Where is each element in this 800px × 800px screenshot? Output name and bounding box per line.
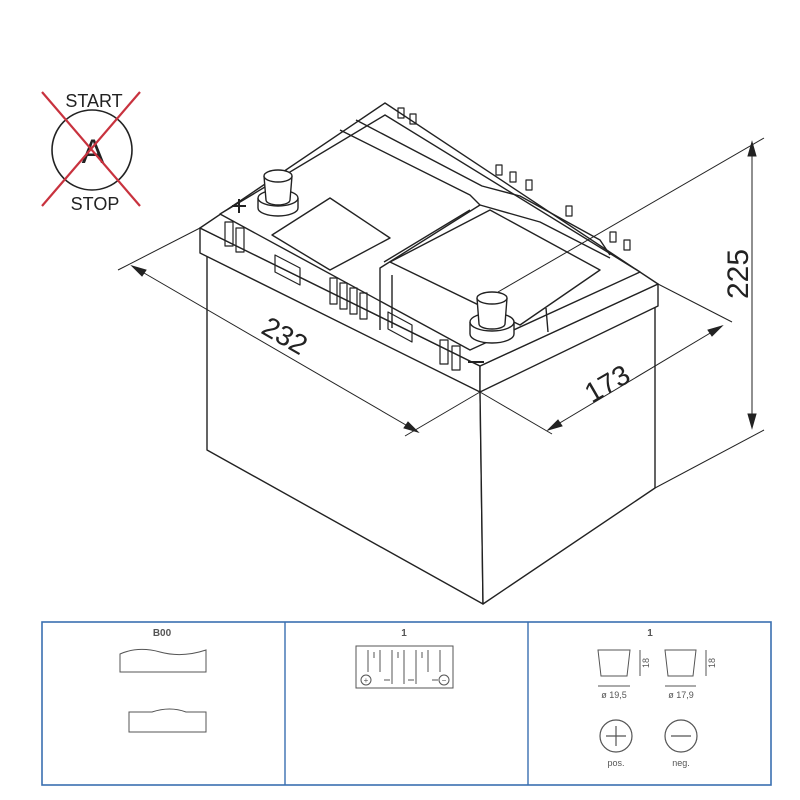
terminal-front-cap — [476, 291, 508, 305]
rib-6 — [359, 292, 368, 320]
dim-length-ext-left — [117, 227, 201, 271]
pos-label: pos. — [607, 758, 624, 768]
layout-neg-sign: − — [442, 676, 447, 685]
battery-drawing — [199, 102, 659, 605]
lid-raised-plate — [219, 114, 641, 351]
dim-height-arrow-top — [747, 140, 757, 157]
pos-terminal-profile-icon — [597, 649, 631, 677]
terminal-front-post — [476, 297, 508, 330]
lid-ridges — [339, 119, 611, 330]
tab-7 — [609, 231, 617, 243]
holddown-ledge-bottom-icon — [128, 708, 207, 733]
tab-2 — [409, 113, 417, 125]
holddown-code: B00 — [153, 628, 172, 639]
layout-neg-terminal-icon — [438, 674, 450, 686]
dim-width-ext-back — [657, 283, 733, 323]
lid-sign-marks — [232, 199, 484, 363]
front-clip-left — [274, 254, 301, 286]
neg-symbol-icon — [664, 719, 698, 753]
dim-height-ext-top — [497, 137, 765, 293]
dim-height-ext-bottom — [654, 429, 765, 489]
pos-symbol-icon — [599, 719, 633, 753]
rib-4 — [339, 282, 348, 310]
dim-width-arrow-front — [546, 419, 563, 432]
spec-table: B00 1 + − 1 — [41, 621, 772, 786]
vent-panel-right — [389, 209, 601, 326]
rib-7 — [439, 339, 449, 365]
terminal-post-back — [257, 169, 299, 217]
dim-width-arrow-back — [707, 324, 724, 337]
front-ribs — [224, 221, 461, 371]
plus-mark-icon — [232, 199, 246, 213]
neg-diameter-label: ø 17,9 — [668, 690, 694, 700]
dim-width-line — [547, 325, 723, 431]
neg-height-label: 18 — [707, 658, 717, 668]
rib-8 — [451, 345, 461, 371]
layout-pos-sign: + — [364, 676, 369, 685]
front-clip-right — [387, 311, 413, 343]
layout-pos-terminal-icon — [360, 674, 372, 686]
stop-label: STOP — [71, 194, 120, 214]
dim-length-ext-right — [404, 391, 481, 437]
tab-1 — [397, 107, 405, 119]
lid-top-tabs — [397, 107, 631, 251]
pos-diameter-label: ø 19,5 — [601, 690, 627, 700]
cross-line-2 — [41, 91, 141, 207]
dim-length-arrow-right — [403, 421, 420, 434]
neg-label: neg. — [672, 758, 690, 768]
terminals-number: 1 — [647, 628, 653, 639]
rib-3 — [329, 277, 338, 305]
layout-plates — [367, 650, 441, 684]
dim-height-arrow-bottom — [747, 413, 757, 430]
dim-length-arrow-left — [130, 264, 147, 277]
start-label: START — [65, 91, 122, 111]
tab-8 — [623, 239, 631, 251]
terminal-back-post — [263, 175, 293, 206]
rib-2 — [235, 227, 245, 253]
tab-6 — [565, 205, 573, 217]
tab-3 — [495, 164, 503, 176]
ridge-lower — [383, 209, 471, 328]
terminal-back-cap — [263, 169, 293, 183]
layout-cell: 1 + − — [355, 628, 454, 689]
dim-height-label: 225 — [722, 249, 755, 299]
rib-5 — [349, 287, 358, 315]
start-stop-circle — [51, 109, 133, 191]
layout-number: 1 — [401, 628, 407, 639]
spec-table-frame — [41, 621, 772, 786]
vent-panel-right-edge — [545, 307, 549, 333]
neg-terminal-profile-icon — [664, 649, 697, 677]
holddown-cell: B00 — [119, 628, 207, 733]
terminals-cell: 1 18 ø 19,5 18 ø 17,9 pos. neg. — [597, 628, 717, 768]
holddown-ledge-top-icon — [119, 648, 207, 673]
tab-5 — [525, 179, 533, 191]
pos-height-label: 18 — [641, 658, 651, 668]
dim-length-line — [131, 265, 419, 433]
dim-width-ext-front — [479, 391, 553, 435]
terminal-post-front — [469, 291, 515, 344]
vent-panel-left — [271, 197, 391, 271]
tab-4 — [509, 171, 517, 183]
rib-1 — [224, 221, 234, 247]
dimension-lines — [117, 137, 765, 489]
start-stop-badge: START A STOP — [41, 91, 141, 214]
layout-battery-outline — [355, 645, 454, 689]
ridge-inner — [479, 204, 611, 259]
ridge-right — [355, 119, 611, 256]
